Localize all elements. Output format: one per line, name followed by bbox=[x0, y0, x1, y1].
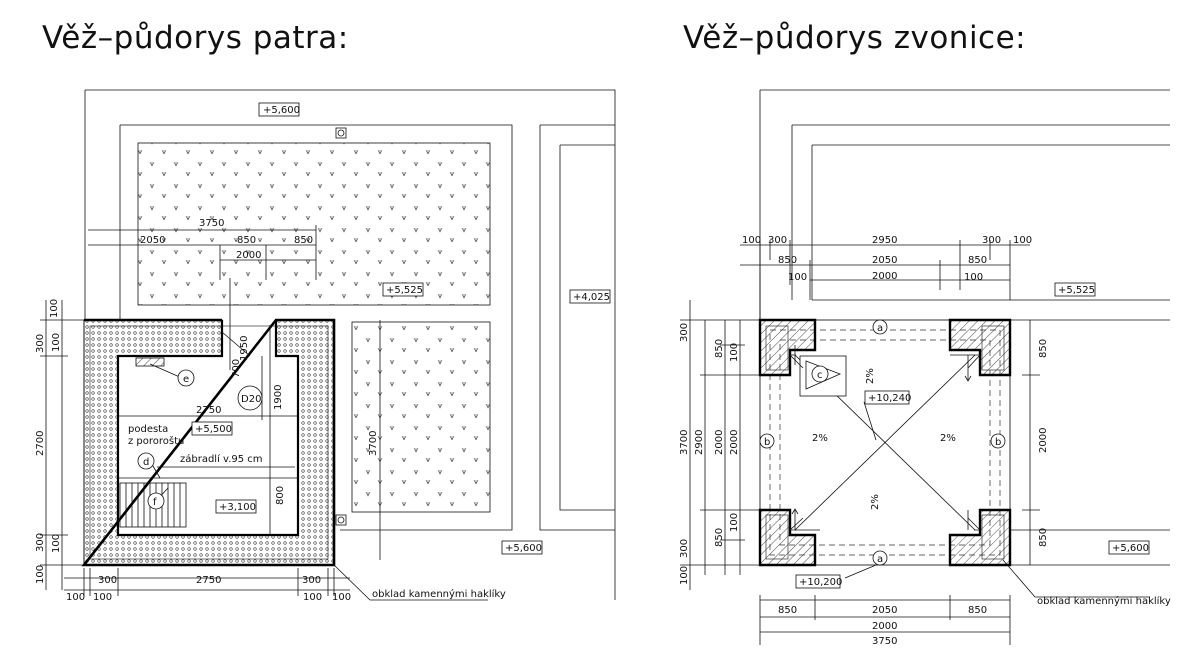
left-dim-850b: 850 bbox=[294, 235, 313, 246]
left-dim-v-100c: 100 bbox=[51, 333, 62, 352]
right-dim-100a: 100 bbox=[742, 235, 761, 246]
right-elev-roof: +10,240 bbox=[868, 393, 911, 404]
left-dim-2050: 2050 bbox=[140, 235, 165, 246]
right-dim-v-300a: 300 bbox=[679, 323, 690, 342]
left-tag-e: e bbox=[183, 374, 189, 385]
right-tag-b-left: b bbox=[764, 437, 770, 448]
right-dim-v-2000a: 2000 bbox=[714, 430, 725, 455]
right-dim-v-2000b: 2000 bbox=[729, 430, 740, 455]
left-podesta-label-2: z pororoštu bbox=[128, 435, 184, 447]
right-slope-bottom: 2% bbox=[870, 494, 881, 510]
right-dim-2000: 2000 bbox=[872, 271, 897, 282]
right-dim-b-850a: 850 bbox=[778, 605, 797, 616]
right-obklad-label: obklad kamennými haklíky bbox=[1037, 595, 1171, 607]
right-dim-r-850b: 850 bbox=[1038, 528, 1049, 547]
right-slope-right: 2% bbox=[940, 433, 956, 444]
right-plan bbox=[680, 89, 1170, 645]
left-dim-v-2700: 2700 bbox=[35, 431, 46, 456]
right-dim-2950: 2950 bbox=[872, 235, 897, 246]
left-dim-2000: 2000 bbox=[236, 250, 261, 261]
right-dim-850b: 850 bbox=[968, 255, 987, 266]
left-dim-b-100d: 100 bbox=[332, 592, 351, 603]
left-dim-b-100c: 100 bbox=[303, 592, 322, 603]
left-dim-v-300b: 300 bbox=[35, 533, 46, 552]
left-podesta-label-1: podesta bbox=[128, 424, 168, 435]
right-slope-left: 2% bbox=[812, 433, 828, 444]
right-dim-2050: 2050 bbox=[872, 255, 897, 266]
left-obklad-label: obklad kamennými haklíky bbox=[372, 588, 506, 600]
left-plan bbox=[40, 89, 616, 601]
left-dim-2750-in: 2750 bbox=[196, 405, 221, 416]
right-plan-title: Věž–půdorys zvonice: bbox=[683, 20, 1027, 56]
right-elev-bottom: +5,600 bbox=[1112, 543, 1149, 554]
left-tag-d: d bbox=[143, 457, 149, 468]
left-podesta-elev: +5,500 bbox=[195, 424, 232, 435]
left-dim-v-100d: 100 bbox=[51, 534, 62, 553]
left-dim-v-100b: 100 bbox=[35, 565, 46, 584]
left-tag-d20: D20 bbox=[241, 394, 261, 405]
left-dim-v-300a: 300 bbox=[35, 334, 46, 353]
right-dim-r-2000: 2000 bbox=[1038, 428, 1049, 453]
right-dim-v-100a: 100 bbox=[729, 343, 740, 362]
left-elev-top: +5,600 bbox=[263, 105, 300, 116]
right-dim-300b: 300 bbox=[982, 235, 1001, 246]
right-dim-100b: 100 bbox=[1013, 235, 1032, 246]
right-dim-v-2900: 2900 bbox=[694, 430, 705, 455]
left-dim-v-100a: 100 bbox=[49, 299, 60, 318]
right-dim-v-3700: 3700 bbox=[679, 430, 690, 455]
right-elev-base: +10,200 bbox=[799, 577, 842, 588]
left-elev-mid: +5,525 bbox=[386, 285, 423, 296]
left-stair-elev: +3,100 bbox=[219, 502, 256, 513]
left-zabradli-label: zábradlí v.95 cm bbox=[180, 453, 263, 465]
left-dim-800: 800 bbox=[275, 486, 286, 505]
left-dim-b-300a: 300 bbox=[98, 575, 117, 586]
right-tag-a-top: a bbox=[877, 323, 883, 334]
right-dim-v-300b: 300 bbox=[679, 539, 690, 558]
right-dim-850a: 850 bbox=[778, 255, 797, 266]
right-dim-r-850a: 850 bbox=[1038, 339, 1049, 358]
left-dim-850a: 850 bbox=[237, 235, 256, 246]
right-dim-v-850b: 850 bbox=[714, 528, 725, 547]
right-dim-v-850a: 850 bbox=[714, 339, 725, 358]
right-dim-v-100b: 100 bbox=[729, 513, 740, 532]
left-dim-3700: 3700 bbox=[368, 431, 379, 456]
left-dim-b-300b: 300 bbox=[302, 575, 321, 586]
right-tag-c: c bbox=[817, 370, 823, 381]
right-tag-a-bottom: a bbox=[877, 554, 883, 565]
left-dim-3750: 3750 bbox=[199, 218, 224, 229]
left-dim-700: 700 bbox=[231, 359, 242, 378]
left-dim-b-2750: 2750 bbox=[196, 575, 221, 586]
right-dim-v-100c: 100 bbox=[679, 566, 690, 585]
right-dim-b-2050: 2050 bbox=[872, 605, 897, 616]
right-dim-100d: 100 bbox=[964, 272, 983, 283]
left-tag-f: f bbox=[153, 497, 157, 508]
right-dim-b-850b: 850 bbox=[968, 605, 987, 616]
right-dim-b-2000: 2000 bbox=[872, 621, 897, 632]
left-dim-1950: 1950 bbox=[239, 336, 250, 361]
left-dim-b-100b: 100 bbox=[93, 592, 112, 603]
left-dim-b-100a: 100 bbox=[66, 592, 85, 603]
right-dim-300a: 300 bbox=[768, 235, 787, 246]
left-plan-title: Věž–půdorys patra: bbox=[42, 20, 349, 56]
left-elev-bottom: +5,600 bbox=[505, 543, 542, 554]
right-dim-b-3750: 3750 bbox=[872, 636, 897, 647]
right-dim-100c: 100 bbox=[788, 272, 807, 283]
right-tag-b-right: b bbox=[995, 437, 1001, 448]
right-elev-mid: +5,525 bbox=[1058, 285, 1095, 296]
left-dim-1900: 1900 bbox=[273, 385, 284, 410]
right-slope-top: 2% bbox=[865, 368, 876, 384]
left-elev-right: +4,025 bbox=[573, 292, 610, 303]
